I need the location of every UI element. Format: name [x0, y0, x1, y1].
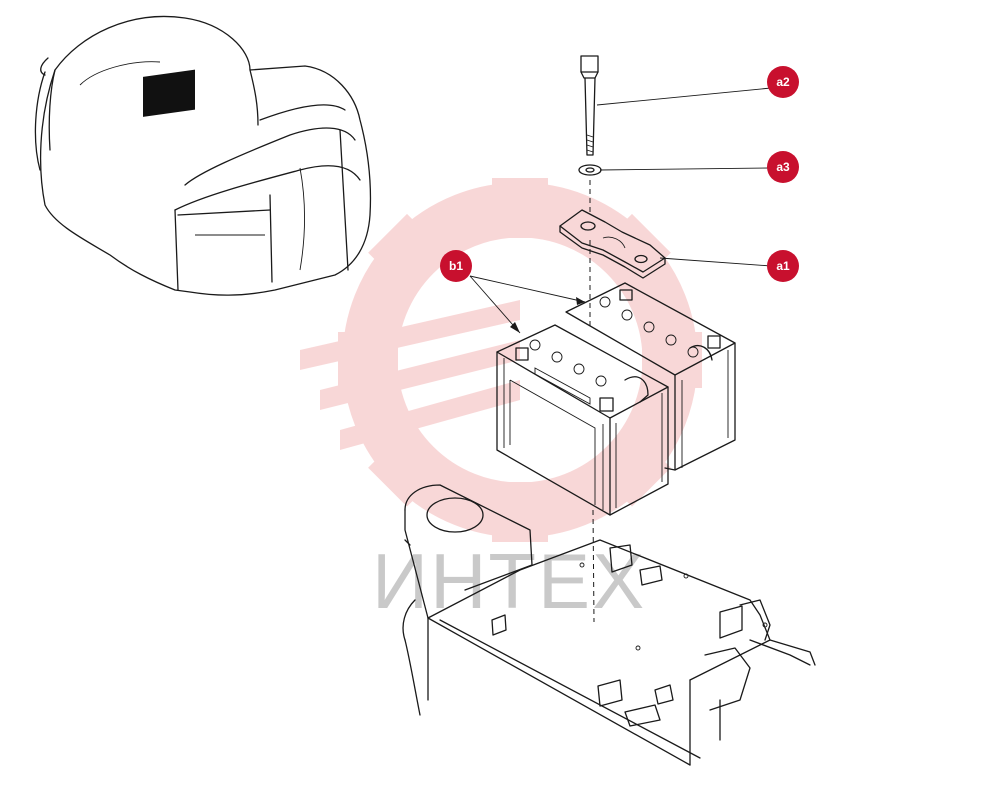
battery-location-marker — [143, 69, 195, 117]
machine-overview — [34, 15, 372, 296]
watermark-text: ИНТЕХ — [372, 537, 646, 625]
leader-lines — [469, 87, 772, 334]
watermark-gear-logo — [300, 178, 702, 542]
callout-a2-label: a2 — [776, 75, 790, 89]
callout-a3-label: a3 — [776, 160, 790, 174]
battery-back — [565, 282, 736, 471]
callout-a3[interactable]: a3 — [767, 151, 799, 183]
mounting-frame — [402, 484, 816, 766]
callout-b1[interactable]: b1 — [440, 250, 472, 282]
battery-front — [496, 324, 713, 516]
bolt-a2 — [580, 55, 599, 156]
callout-a1-label: a1 — [776, 259, 790, 273]
assembly-axis — [589, 180, 595, 623]
callout-a2[interactable]: a2 — [767, 66, 799, 98]
washer-a3 — [578, 164, 602, 176]
callout-b1-label: b1 — [449, 259, 463, 273]
callout-a1[interactable]: a1 — [767, 250, 799, 282]
